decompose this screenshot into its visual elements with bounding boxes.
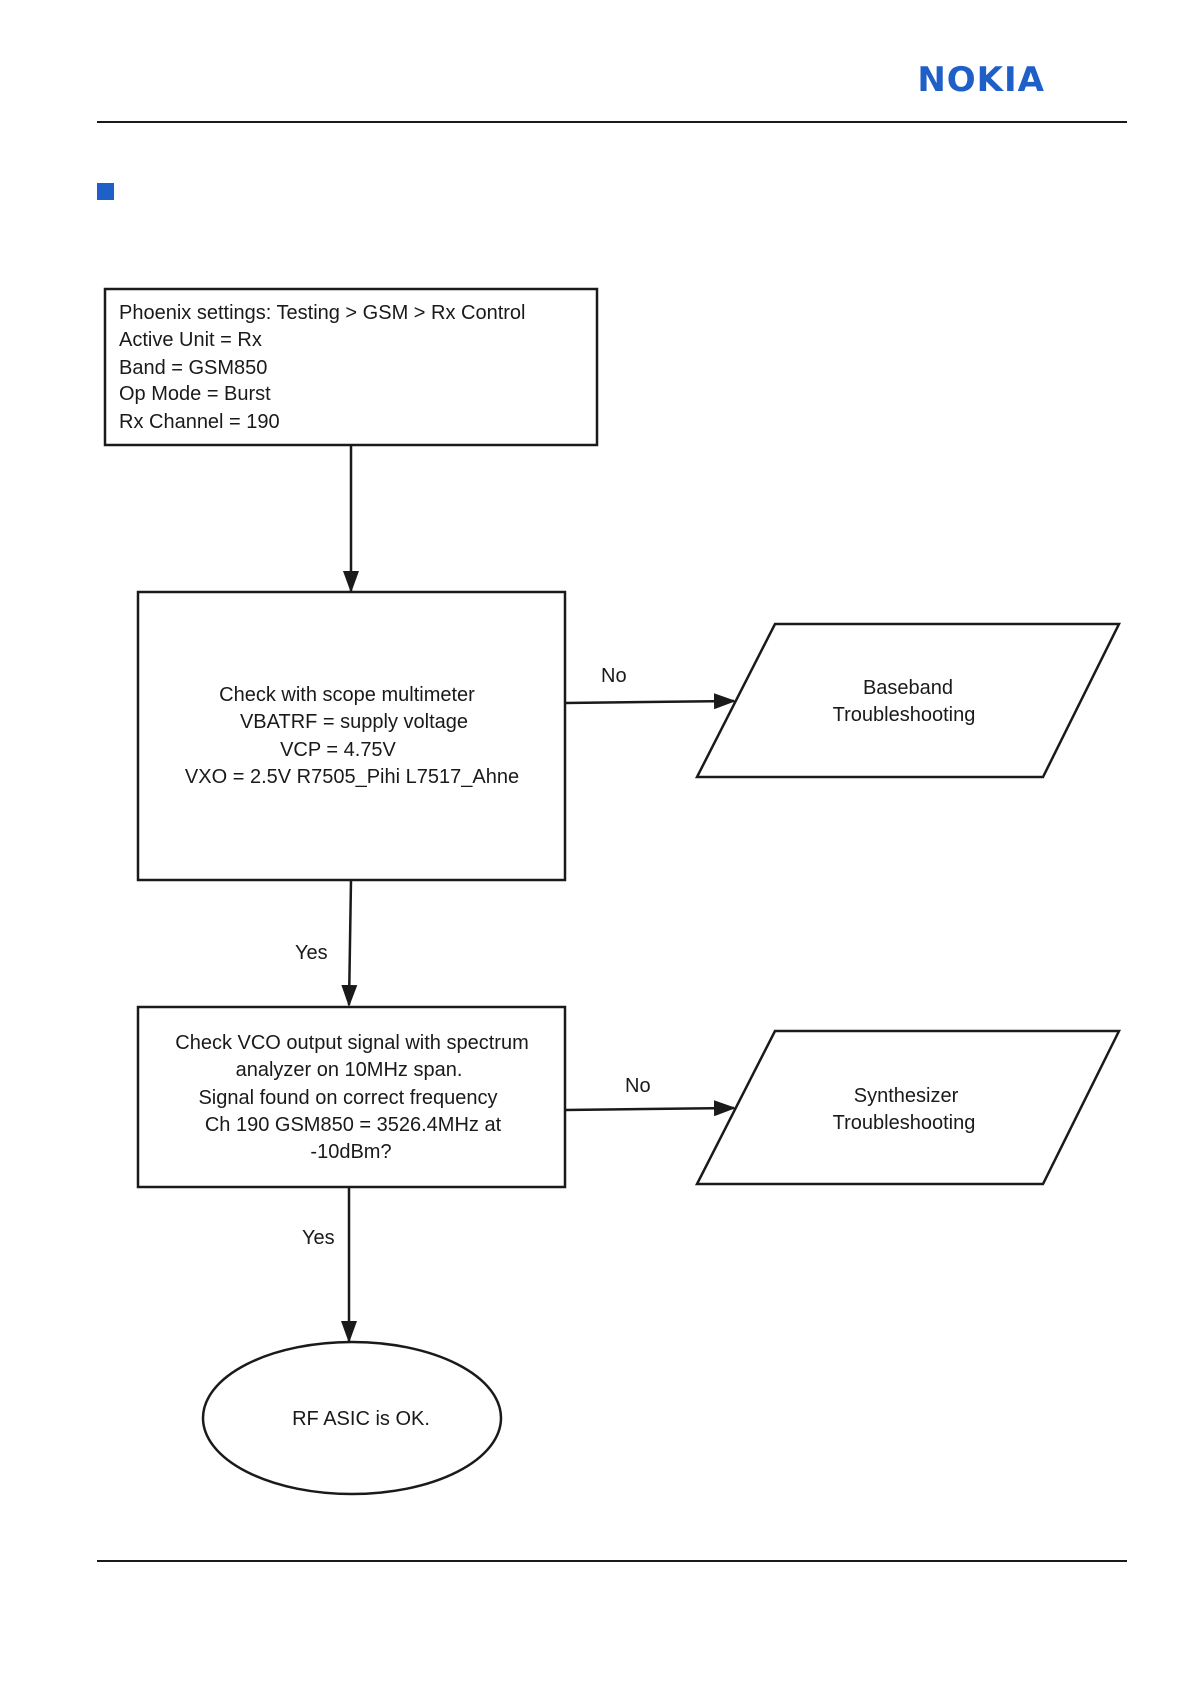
edge-label-yes-1: Yes xyxy=(295,942,328,964)
edge-label-yes-2: Yes xyxy=(302,1227,335,1249)
baseband-line-2: Troubleshooting xyxy=(833,704,976,726)
synthesizer-line-2: Troubleshooting xyxy=(833,1112,976,1134)
vco-line-2: analyzer on 10MHz span. xyxy=(236,1059,463,1081)
vco-line-1: Check VCO output signal with spectrum xyxy=(175,1032,529,1054)
terminal-label: RF ASIC is OK. xyxy=(292,1408,430,1430)
check-line-2: VBATRF = supply voltage xyxy=(240,711,468,733)
terminal-shape xyxy=(201,1340,503,1496)
baseband-line-1: Baseband xyxy=(863,677,953,699)
synthesizer-shape xyxy=(694,1029,1122,1186)
settings-line-1: Phoenix settings: Testing > GSM > Rx Con… xyxy=(119,302,526,324)
vco-line-5: -10dBm? xyxy=(310,1141,391,1163)
header-rule xyxy=(97,121,1127,123)
settings-line-5: Rx Channel = 190 xyxy=(119,411,280,433)
settings-box xyxy=(103,287,599,447)
check-line-1: Check with scope multimeter xyxy=(219,684,475,706)
check-line-3: VCP = 4.75V xyxy=(280,739,396,761)
settings-line-4: Op Mode = Burst xyxy=(119,383,271,405)
arrow-vco-to-synthesizer xyxy=(564,1100,736,1117)
edge-label-no-2: No xyxy=(625,1075,651,1097)
arrow-check-to-baseband xyxy=(564,693,736,710)
section-bullet xyxy=(97,183,114,200)
settings-line-3: Band = GSM850 xyxy=(119,357,267,379)
check-line-4: VXO = 2.5V R7505_Pihi L7517_Ahne xyxy=(185,766,519,788)
settings-line-2: Active Unit = Rx xyxy=(119,329,262,351)
footer-rule xyxy=(97,1560,1127,1562)
nokia-logo: NOKIA xyxy=(917,60,1045,100)
synthesizer-line-1: Synthesizer xyxy=(854,1085,959,1107)
vco-line-3: Signal found on correct frequency xyxy=(198,1087,497,1109)
arrow-check-to-vco xyxy=(341,879,358,1007)
baseband-shape xyxy=(694,622,1122,779)
vco-box xyxy=(136,1005,567,1189)
check-box xyxy=(136,590,567,882)
vco-line-4: Ch 190 GSM850 = 3526.4MHz at xyxy=(205,1114,502,1136)
edge-label-no-1: No xyxy=(601,665,627,687)
